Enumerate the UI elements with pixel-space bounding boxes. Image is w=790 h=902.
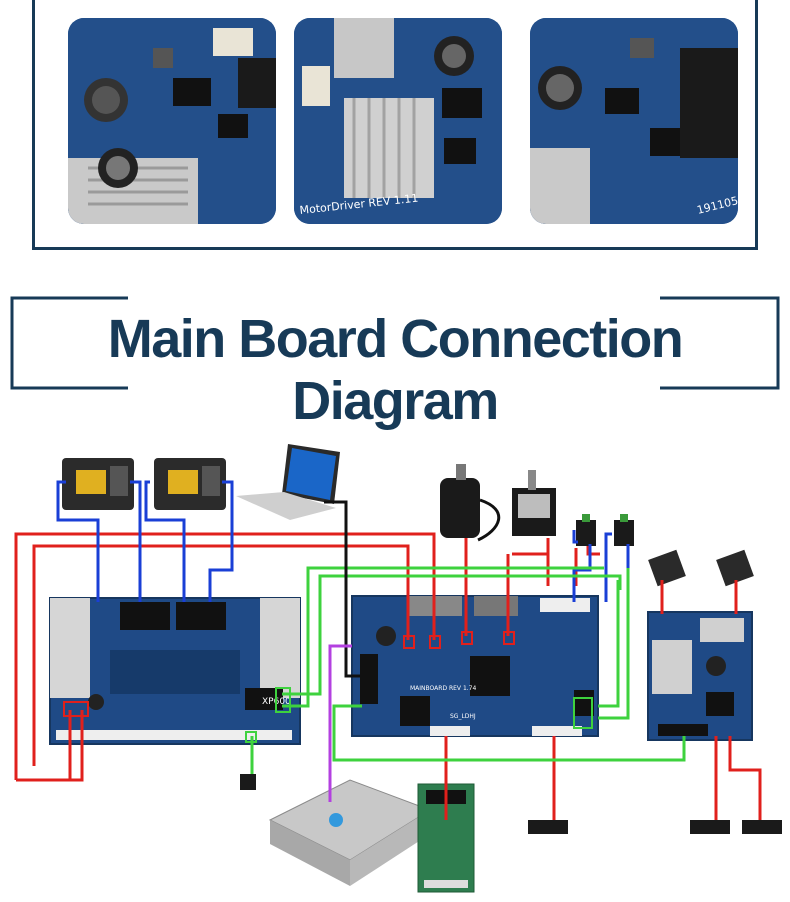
wires-green: [250, 566, 686, 774]
main-board: MAINBOARD REV 1.74 SG_LDHJ: [351, 595, 599, 737]
sensor-left: [240, 774, 256, 790]
photo-board-closeup-left: [68, 18, 276, 224]
stepper-motor-top: [512, 470, 556, 536]
printhead-right: [154, 458, 226, 510]
connection-diagram: XP600 MAINBOARD REV 1.74 SG_LDHJ: [14, 444, 782, 893]
printhead-left: [62, 458, 134, 510]
photo-strip-frame: [32, 0, 758, 250]
main-board-sublabel: SG_LDHJ: [450, 713, 476, 720]
laptop: [236, 444, 340, 520]
page-title: Main Board Connection Diagram: [107, 309, 684, 431]
limit-switch-center: [528, 820, 568, 834]
limit-switch-right-b: [742, 820, 782, 834]
title-banner: Main Board Connection Diagram: [0, 288, 790, 431]
main-board-label: MAINBOARD REV 1.74: [410, 685, 476, 692]
wire-purple-power: [328, 644, 352, 802]
photo-board-closeup-right: 191105: [530, 18, 738, 224]
xp600-head-board: XP600: [49, 597, 301, 745]
stepper-motor-right-b: [716, 549, 754, 587]
limit-switch-right-a: [690, 820, 730, 834]
dc-motor: [440, 464, 501, 542]
power-supply: [268, 779, 432, 886]
pump-a: [576, 514, 596, 546]
wires-blue: [56, 480, 630, 602]
red-connector-markers: [63, 631, 515, 717]
motor-driver-board: [647, 611, 753, 741]
connector-markers: [245, 687, 593, 743]
stepper-motor-right-a: [648, 549, 686, 587]
pump-b: [614, 514, 634, 546]
wire-black-usb: [324, 500, 362, 678]
photo-board-closeup-middle: MotorDriver REV 1.11: [294, 18, 502, 224]
